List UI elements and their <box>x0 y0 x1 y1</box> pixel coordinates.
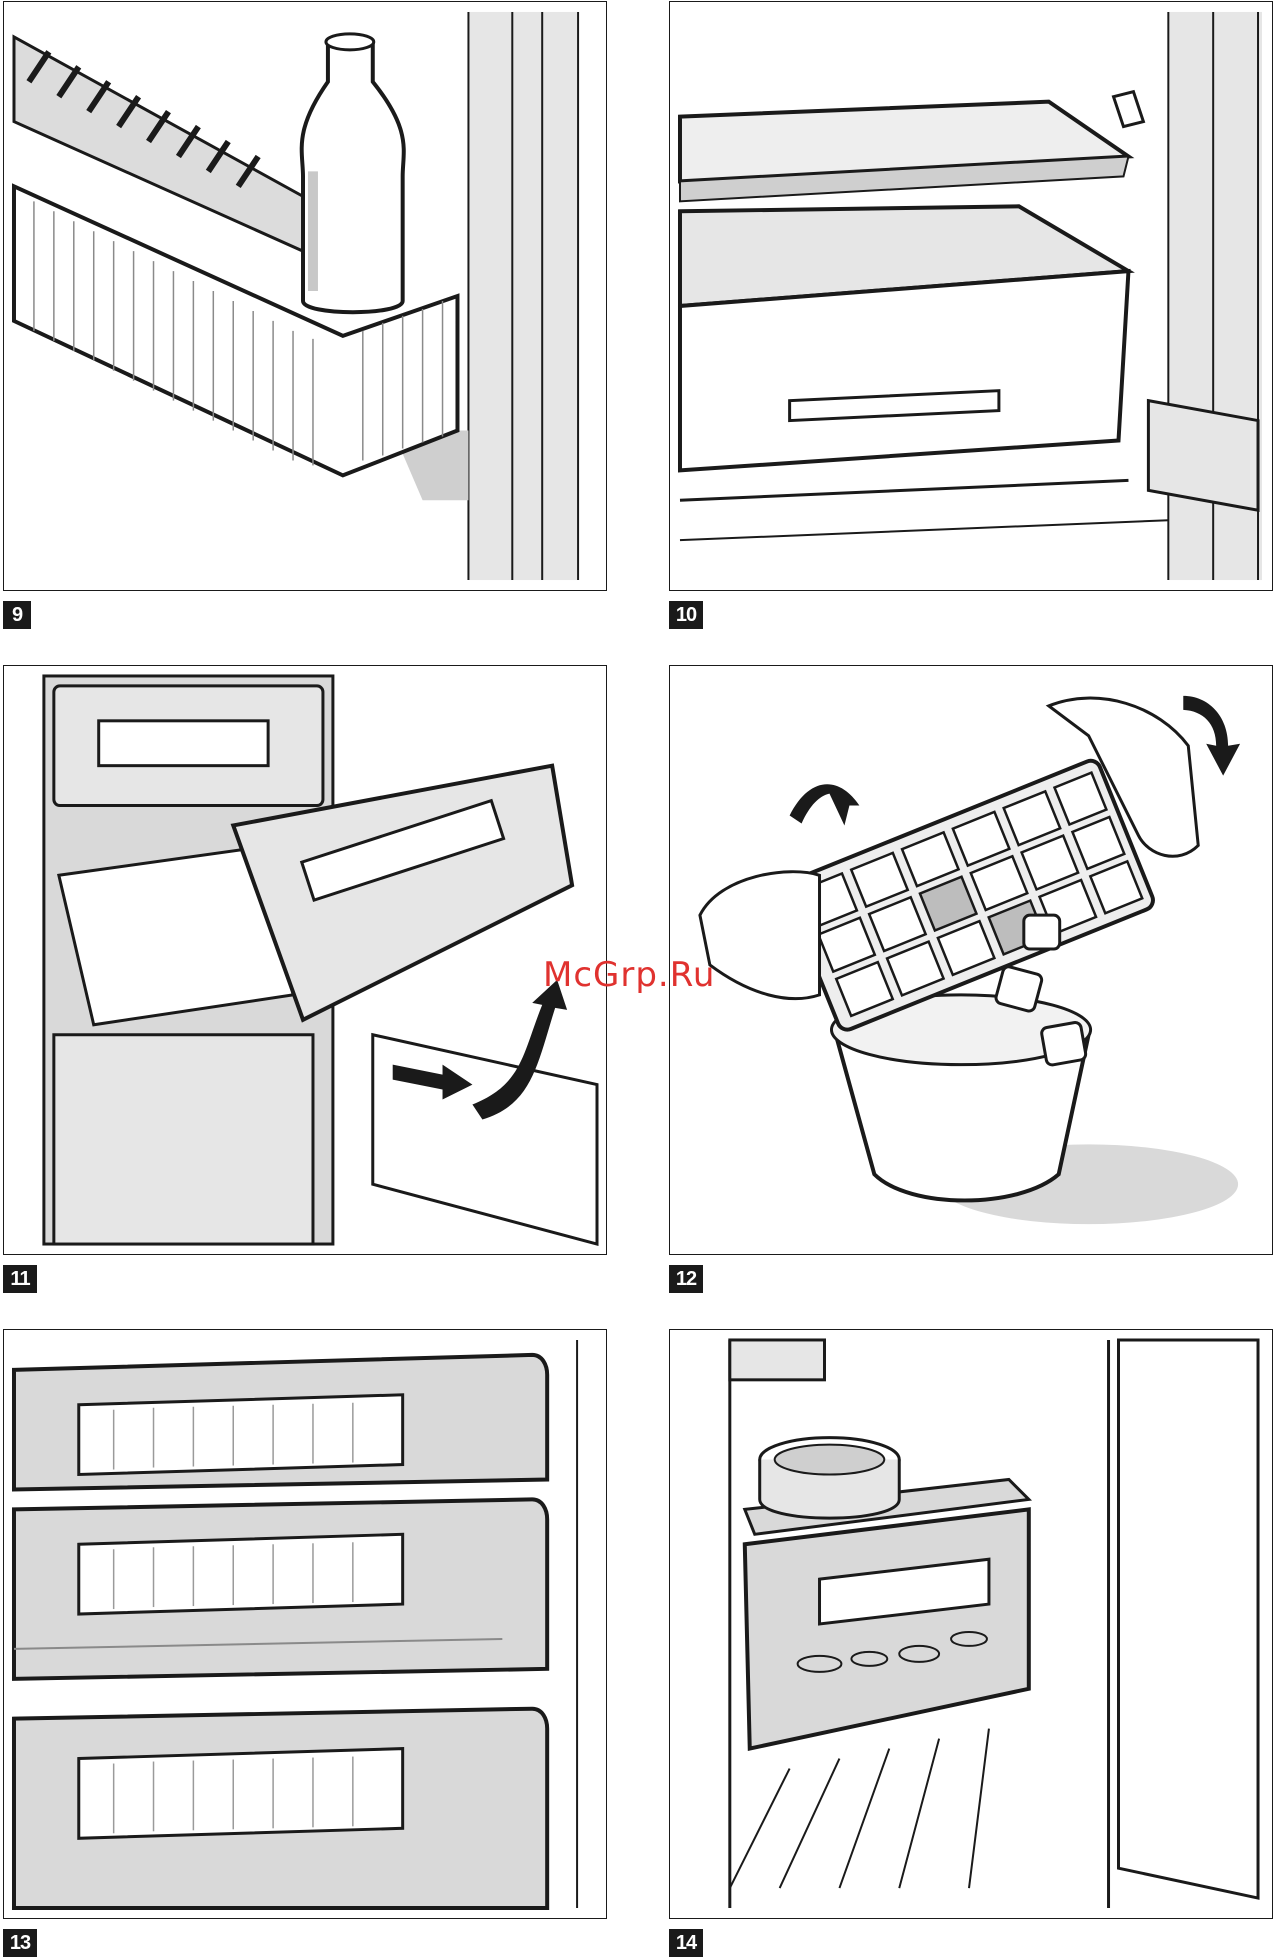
figure-12-ice-tray-illustration <box>669 665 1273 1255</box>
figure-9-number: 9 <box>3 601 31 629</box>
figure-14-freezer-tray-illustration <box>669 1329 1273 1919</box>
figure-11-drawer-removal-illustration <box>3 665 607 1255</box>
drawers-drawing <box>4 1330 606 1918</box>
figure-12-number: 12 <box>669 1265 703 1293</box>
figure-13-number: 13 <box>3 1929 37 1957</box>
figure-9-door-shelf-illustration <box>3 1 607 591</box>
door-shelf-drawing <box>4 2 606 590</box>
figure-11-number: 11 <box>3 1265 37 1293</box>
watermark-text: McGrp.Ru <box>543 955 715 995</box>
drawer-removal-drawing <box>4 666 606 1254</box>
freezer-tray-drawing <box>670 1330 1272 1918</box>
figure-10-number: 10 <box>669 601 703 629</box>
ice-tray-drawing <box>670 666 1272 1254</box>
figure-10-shelf-drawer-illustration <box>669 1 1273 591</box>
figure-13-drawers-illustration <box>3 1329 607 1919</box>
figure-14-number: 14 <box>669 1929 703 1957</box>
shelf-drawer-drawing <box>670 2 1272 590</box>
